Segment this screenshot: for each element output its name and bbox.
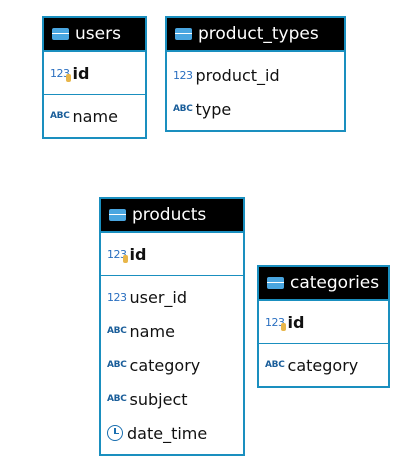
table-icon xyxy=(175,28,192,40)
table-title: product_types xyxy=(198,24,319,44)
text-type-icon: ABC xyxy=(107,360,127,370)
column-row[interactable]: 123 user_id xyxy=(101,280,243,314)
column-name: name xyxy=(129,321,175,341)
text-type-icon: ABC xyxy=(50,111,70,121)
text-type-icon: ABC xyxy=(265,360,285,370)
table-users[interactable]: users 123 id ABC name xyxy=(42,16,147,139)
column-name: type xyxy=(195,99,232,119)
primary-key-section: 123 id xyxy=(101,233,243,276)
key-number-icon: 123 xyxy=(107,247,127,263)
column-row[interactable]: ABC subject xyxy=(101,382,243,416)
table-header[interactable]: products xyxy=(101,199,243,233)
column-name: date_time xyxy=(127,423,208,443)
table-header[interactable]: users xyxy=(44,18,145,52)
table-product-types[interactable]: product_types 123 product_id ABC type xyxy=(165,16,346,132)
key-number-icon: 123 xyxy=(265,315,285,331)
table-products[interactable]: products 123 id 123 user_id ABC name ABC… xyxy=(99,197,245,456)
column-name: product_id xyxy=(195,65,280,85)
columns-section: 123 product_id ABC type xyxy=(167,52,344,130)
number-type-icon: 123 xyxy=(107,290,127,304)
table-header[interactable]: product_types xyxy=(167,18,344,52)
column-name: user_id xyxy=(129,287,188,307)
column-name: category xyxy=(287,355,359,375)
column-row[interactable]: 123 id xyxy=(101,237,243,271)
table-title: users xyxy=(75,24,121,44)
primary-key-section: 123 id xyxy=(259,301,388,344)
column-row[interactable]: ABC name xyxy=(101,314,243,348)
column-name: subject xyxy=(129,389,188,409)
column-row[interactable]: ABC category xyxy=(101,348,243,382)
number-type-icon: 123 xyxy=(173,68,193,82)
columns-section: 123 user_id ABC name ABC category ABC su… xyxy=(101,276,243,454)
column-row[interactable]: ABC category xyxy=(259,348,388,382)
columns-section: ABC name xyxy=(44,95,145,137)
datetime-type-icon xyxy=(107,425,123,441)
column-name: name xyxy=(72,106,118,126)
primary-key-section: 123 id xyxy=(44,52,145,95)
column-row[interactable]: ABC type xyxy=(167,92,344,126)
column-name: category xyxy=(129,355,201,375)
table-icon xyxy=(109,209,126,221)
table-icon xyxy=(267,277,284,289)
column-row[interactable]: ABC name xyxy=(44,99,145,133)
column-row[interactable]: 123 id xyxy=(44,56,145,90)
table-title: categories xyxy=(290,273,380,293)
text-type-icon: ABC xyxy=(107,326,127,336)
table-header[interactable]: categories xyxy=(259,267,388,301)
text-type-icon: ABC xyxy=(107,394,127,404)
column-row[interactable]: 123 product_id xyxy=(167,58,344,92)
column-row[interactable]: date_time xyxy=(101,416,243,450)
text-type-icon: ABC xyxy=(173,104,193,114)
table-icon xyxy=(52,28,69,40)
column-name: id xyxy=(72,63,90,83)
column-name: id xyxy=(129,244,147,264)
column-name: id xyxy=(287,312,305,332)
column-row[interactable]: 123 id xyxy=(259,305,388,339)
table-categories[interactable]: categories 123 id ABC category xyxy=(257,265,390,388)
table-title: products xyxy=(132,205,207,225)
columns-section: ABC category xyxy=(259,344,388,386)
key-number-icon: 123 xyxy=(50,66,70,82)
